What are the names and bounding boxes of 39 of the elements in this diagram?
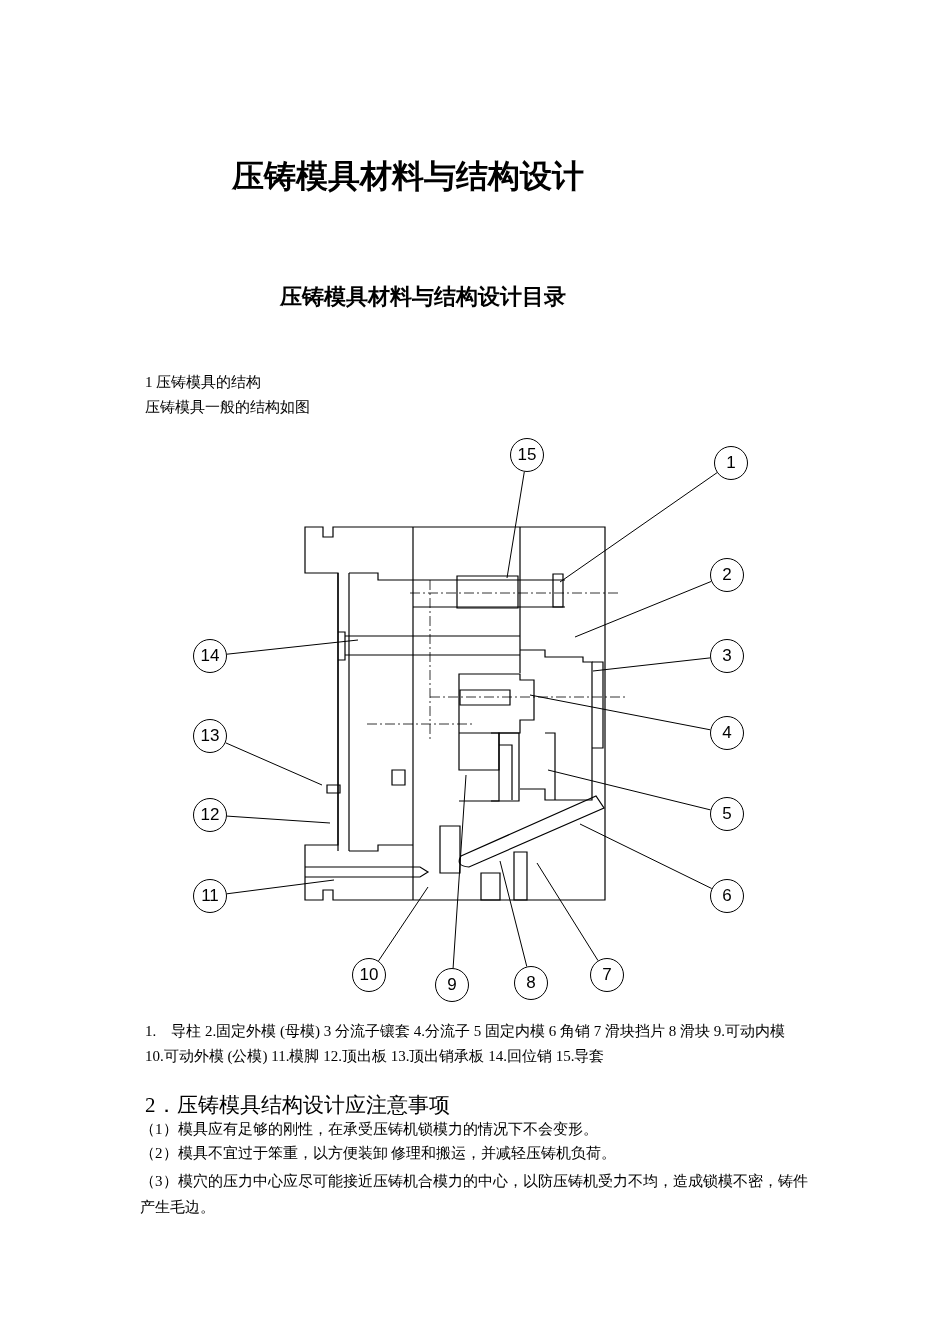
callout-number: 10 — [352, 958, 386, 992]
leader-line — [226, 815, 331, 824]
body-text: 压铸模具一般的结构如图 — [145, 398, 310, 417]
leader-line — [559, 472, 718, 583]
leader-line — [547, 769, 711, 811]
callout-number: 11 — [193, 879, 227, 913]
callout-number: 5 — [710, 797, 744, 831]
callout-number: 9 — [435, 968, 469, 1002]
leader-line — [378, 886, 429, 962]
callout-number: 13 — [193, 719, 227, 753]
leader-line — [529, 694, 711, 731]
leader-line — [506, 471, 525, 579]
figure-key: 1. 导柱 2.固定外模 (母模) 3 分流子镶套 4.分流子 5 固定内模 6 角销 7 滑块挡片 8 滑块 9.可动内模 10.可动外模 (公模) 11.模脚 12.顶出板 13.顶出销承板 14.回位销 15.导套 — [145, 1019, 785, 1069]
leader-line — [226, 639, 359, 655]
section-heading: 2．压铸模具结构设计应注意事项 — [145, 1092, 450, 1119]
callout-number: 12 — [193, 798, 227, 832]
leader-line — [579, 823, 713, 889]
leader-line — [452, 774, 467, 969]
callout-number: 14 — [193, 639, 227, 673]
callout-number: 15 — [510, 438, 544, 472]
leader-line — [536, 862, 599, 962]
body-text: （3）模穴的压力中心应尽可能接近压铸机合模力的中心，以防压铸机受力不均，造成锁模不密，铸件产生毛边。 — [140, 1172, 809, 1217]
callout-number: 6 — [710, 879, 744, 913]
leader-line — [499, 860, 528, 967]
leader-line — [574, 580, 712, 638]
leader-line — [226, 879, 335, 895]
callout-number: 8 — [514, 966, 548, 1000]
body-text: （2）模具不宜过于笨重，以方便装卸 修理和搬运，并减轻压铸机负荷。 — [140, 1144, 617, 1163]
callout-number: 4 — [710, 716, 744, 750]
section-heading: 压铸模具材料与结构设计目录 — [278, 283, 567, 311]
callout-number: 7 — [590, 958, 624, 992]
callout-number: 1 — [714, 446, 748, 480]
callout-number: 2 — [710, 558, 744, 592]
document-title: 压铸模具材料与结构设计 — [230, 157, 585, 196]
leader-line — [592, 657, 711, 672]
section-heading: 1 压铸模具的结构 — [145, 373, 262, 392]
leader-line — [225, 742, 323, 786]
body-text: （1）模具应有足够的刚性，在承受压铸机锁模力的情况下不会变形。 — [140, 1120, 598, 1139]
callout-number: 3 — [710, 639, 744, 673]
